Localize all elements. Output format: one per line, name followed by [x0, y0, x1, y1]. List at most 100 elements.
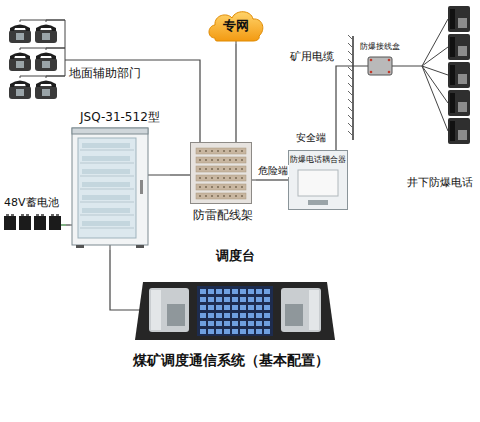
- terminal-dot: [223, 159, 225, 161]
- phone-handset: [10, 81, 30, 88]
- console-keypad: [167, 304, 185, 326]
- network-cloud: 专网: [205, 6, 267, 44]
- key-panel: [197, 286, 273, 336]
- phone-keypad: [42, 89, 50, 96]
- fan-wire: [422, 66, 448, 75]
- console-key: [256, 305, 262, 310]
- console-key: [200, 289, 206, 294]
- terminal-dot: [223, 186, 225, 188]
- phone-handset: [450, 93, 455, 113]
- node-illustration: [70, 110, 170, 250]
- console-key: [216, 297, 222, 302]
- node-label: JSQ-31-512型: [80, 110, 160, 124]
- terminal-dot: [229, 186, 231, 188]
- edge-label: 危险端: [257, 165, 289, 177]
- phone-handset: [10, 53, 30, 60]
- wire-stub: [252, 180, 256, 181]
- fan-wire: [422, 19, 448, 66]
- phone-handset: [450, 9, 455, 29]
- phone-handset: [36, 53, 56, 60]
- battery-terminal: [26, 214, 29, 216]
- terminal-dot: [211, 168, 213, 170]
- console-key: [216, 305, 222, 310]
- phone-body: [35, 58, 57, 71]
- cabinet-module: [82, 195, 130, 200]
- terminal-dot: [223, 168, 225, 170]
- console-key: [208, 313, 214, 318]
- console-key: [232, 305, 238, 310]
- phone-wire: [46, 76, 65, 78]
- bus-wire: [65, 60, 155, 61]
- cabinet-module: [82, 156, 130, 161]
- cabinet-module: [82, 182, 130, 187]
- cable-line: [256, 179, 288, 180]
- terminal-dot: [211, 159, 213, 161]
- cable-line: [155, 60, 200, 142]
- console-key: [264, 329, 270, 334]
- console-key: [216, 321, 222, 326]
- fan-wire: [422, 66, 448, 131]
- console-key: [224, 321, 230, 326]
- cable-line: [402, 65, 404, 66]
- phone-wire: [46, 20, 65, 22]
- fan-wires: [404, 19, 448, 131]
- terminal-dot: [199, 150, 201, 152]
- phone-keypad: [458, 130, 467, 140]
- terminal-dot: [211, 186, 213, 188]
- terminal-dot: [235, 159, 237, 161]
- node-illustration: [404, 4, 478, 196]
- mine-wall: [348, 35, 353, 140]
- junction-bolt: [388, 59, 391, 62]
- terminal-dot: [217, 195, 219, 197]
- shelf-line: [80, 228, 134, 229]
- terminal-dot: [217, 150, 219, 152]
- console-key: [256, 313, 262, 318]
- console-key: [248, 305, 254, 310]
- terminal-dot: [241, 159, 243, 161]
- explosion-proof-phone: [448, 34, 470, 60]
- terminal-dot: [235, 177, 237, 179]
- console-key: [224, 289, 230, 294]
- explosion-proof-phone: [448, 62, 470, 88]
- console-key: [248, 321, 254, 326]
- terminal-dot: [205, 168, 207, 170]
- terminal-dot: [235, 186, 237, 188]
- shelf-line: [80, 176, 134, 177]
- cabinet-foot: [76, 245, 84, 248]
- console-key: [256, 321, 262, 326]
- surface-phones: 地面辅助部门: [5, 18, 155, 106]
- console-base: [135, 282, 335, 340]
- explosion-proof-phone: [448, 6, 470, 32]
- terminal-dot: [199, 195, 201, 197]
- phone-keypad: [458, 18, 467, 28]
- terminal-dot: [199, 177, 201, 179]
- phone-keypad: [16, 89, 24, 96]
- console-handset: [309, 290, 319, 330]
- wire-stub: [358, 66, 368, 67]
- phone-body: [35, 30, 57, 43]
- console-key: [216, 313, 222, 318]
- shelf-line: [80, 150, 134, 151]
- phone-handset: [450, 121, 455, 141]
- console-key: [200, 297, 206, 302]
- cabinet-module: [82, 169, 130, 174]
- phone-body: [9, 30, 31, 43]
- console-key: [200, 305, 206, 310]
- console-key: [264, 305, 270, 310]
- console-key: [264, 297, 270, 302]
- switch-cabinet: JSQ-31-512型: [70, 110, 170, 250]
- battery-cell: [19, 216, 31, 230]
- wire-stub: [404, 66, 422, 67]
- node-illustration: [5, 18, 155, 106]
- console-key: [264, 321, 270, 326]
- terminal-dot: [241, 186, 243, 188]
- terminal-dot: [217, 159, 219, 161]
- console-key: [248, 297, 254, 302]
- lightning-frame: 防雷配线架: [190, 142, 256, 224]
- terminal-dot: [229, 168, 231, 170]
- terminal-dot: [199, 159, 201, 161]
- junction-bolt: [370, 59, 373, 62]
- terminal-dot: [205, 150, 207, 152]
- terminal-dot: [235, 195, 237, 197]
- console-key: [256, 329, 262, 334]
